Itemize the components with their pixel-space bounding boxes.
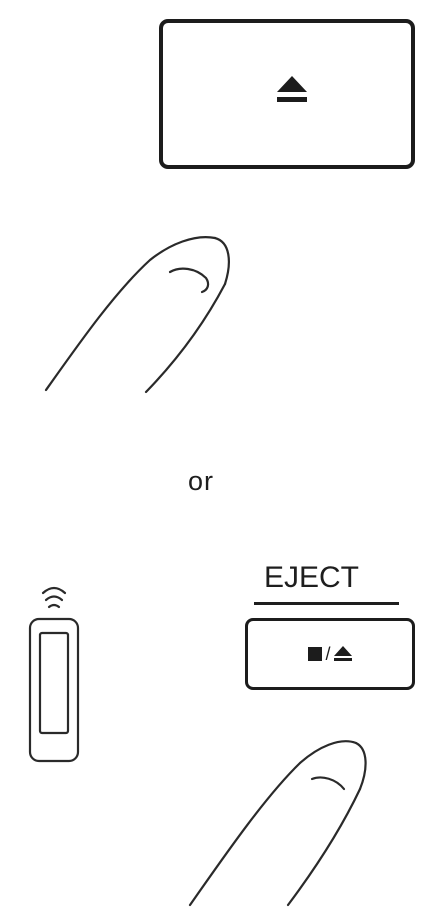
remote-control-icon: [18, 575, 108, 775]
eject-icon: [334, 646, 352, 662]
infrared-signal-icon: [43, 588, 65, 607]
or-separator: or: [188, 466, 214, 497]
eject-label: EJECT: [264, 561, 359, 595]
pressing-finger-icon: [170, 735, 370, 909]
eject-label-underline: [254, 602, 399, 605]
eject-icon: [276, 74, 308, 104]
stop-icon: [308, 647, 322, 661]
button-divider: /: [325, 644, 330, 665]
pressing-finger-icon: [20, 232, 240, 402]
remote-stop-eject-button[interactable]: /: [245, 618, 415, 690]
panel-eject-button[interactable]: [159, 19, 415, 169]
